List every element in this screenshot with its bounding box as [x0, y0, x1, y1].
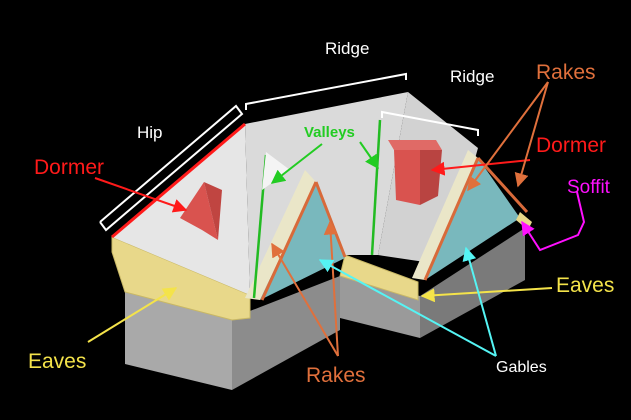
hip-edge: [111, 122, 246, 239]
brackets: [99, 72, 479, 232]
label-gables: Gables: [496, 359, 547, 376]
arrow-gables-1: [318, 259, 497, 357]
arrow-gables-2: [462, 246, 497, 357]
label-eaves-right: Eaves: [556, 274, 614, 297]
gable-right-face: [425, 158, 520, 280]
arrow-valley-1: [270, 143, 323, 184]
label-soffit: Soffit: [567, 177, 611, 198]
dormer-left-side: [204, 182, 222, 240]
wall-left-side: [232, 276, 340, 390]
bracket-hip: [99, 104, 244, 232]
dormer-right-front: [394, 150, 420, 205]
soffit-edge: [516, 212, 532, 230]
bracket-ridge-right: [381, 110, 479, 136]
label-dormer-right: Dormer: [536, 134, 606, 157]
gable-right-roof-strip: [412, 150, 478, 280]
arrow-soffit: [521, 191, 586, 252]
arrow-rakes-top-1: [467, 81, 549, 192]
arrow-rakes-top-2: [514, 81, 549, 188]
left-gable: [245, 170, 347, 301]
arrow-dormer-left: [94, 177, 188, 213]
arrow-valley-2: [359, 141, 379, 170]
house-walls: [125, 228, 525, 390]
arrow-rakes-bottom-1: [271, 242, 339, 357]
labels: Ridge Ridge Hip Dormer Dormer Valleys Ra…: [28, 39, 614, 387]
arrow-rakes-bottom-2: [323, 220, 339, 357]
dormers: [180, 140, 442, 240]
arrow-eaves-left: [87, 287, 178, 343]
label-ridge-right: Ridge: [450, 67, 494, 86]
rake-left-a: [260, 181, 318, 301]
label-rakes-top: Rakes: [536, 61, 596, 84]
label-valleys: Valleys: [304, 124, 355, 141]
label-eaves-left: Eaves: [28, 350, 86, 373]
label-dormer-left: Dormer: [34, 156, 104, 179]
dormer-right-top: [388, 140, 442, 150]
dormer-left: [180, 182, 218, 240]
bracket-ridge-main: [245, 72, 407, 110]
arrow-eaves-right: [420, 287, 553, 303]
valley-line-2: [370, 119, 382, 256]
rake-left-b: [314, 181, 347, 258]
arrows: [87, 81, 586, 357]
wall-left-front: [125, 292, 232, 390]
arrow-dormer-right: [430, 159, 531, 176]
gable-left-roof-strip: [245, 170, 316, 300]
wall-right-side: [420, 228, 525, 338]
gable-left-face: [260, 182, 345, 300]
label-rakes-bottom: Rakes: [306, 364, 366, 387]
eave-trim-right: [339, 254, 419, 301]
label-hip: Hip: [137, 123, 163, 142]
label-ridge-main: Ridge: [325, 39, 369, 58]
